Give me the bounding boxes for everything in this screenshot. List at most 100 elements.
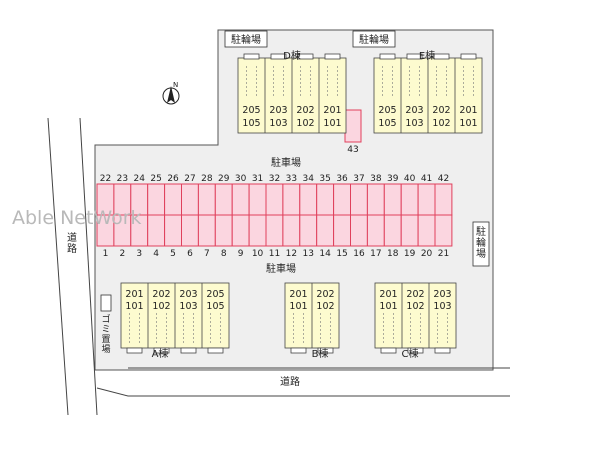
svg-text:205: 205 [206,289,224,300]
svg-text:16: 16 [353,249,365,259]
svg-text:201: 201 [289,289,307,300]
svg-text:27: 27 [184,174,195,184]
parking-slot-43: 43 [344,109,362,155]
svg-text:102: 102 [432,118,450,129]
svg-text:33: 33 [286,174,297,184]
svg-text:202: 202 [296,105,314,116]
svg-text:102: 102 [296,118,314,129]
parking-area-label-mid: 駐車場 [266,262,296,275]
svg-text:39: 39 [387,174,399,184]
svg-text:202: 202 [152,289,170,300]
north-compass-icon: N [162,81,180,105]
svg-text:103: 103 [433,301,451,312]
parking-slot-5: 5 [164,214,183,259]
svg-text:24: 24 [134,174,146,184]
svg-text:101: 101 [125,301,143,312]
svg-text:N: N [173,81,178,89]
svg-text:37: 37 [353,174,364,184]
bicycle-parking-e: 駐輪場 [352,30,396,48]
svg-text:ゴミ置場: ゴミ置場 [101,313,110,355]
svg-text:駐輪場: 駐輪場 [359,33,389,46]
svg-text:103: 103 [269,118,287,129]
svg-text:35: 35 [319,174,330,184]
svg-text:202: 202 [316,289,334,300]
svg-text:101: 101 [289,301,307,312]
svg-text:20: 20 [421,249,433,259]
svg-text:41: 41 [421,174,432,184]
svg-text:22: 22 [100,174,111,184]
parking-slot-15: 15 [333,214,352,259]
svg-text:103: 103 [405,118,423,129]
road-left [47,117,98,416]
svg-text:9: 9 [238,249,244,259]
parking-area-label-top: 駐車場 [271,156,301,169]
svg-text:203: 203 [405,105,423,116]
parking-slot-1: 1 [96,214,115,259]
svg-text:13: 13 [303,249,314,259]
buildings: 205105203103202102201101D棟20510520310320… [120,49,483,360]
svg-text:201: 201 [459,105,477,116]
svg-text:7: 7 [204,249,210,259]
svg-text:36: 36 [336,174,348,184]
svg-text:駐輪場: 駐輪場 [476,225,486,260]
building-name: C棟 [402,347,419,360]
svg-text:26: 26 [167,174,179,184]
svg-text:29: 29 [218,174,230,184]
svg-text:101: 101 [323,118,341,129]
svg-text:202: 202 [432,105,450,116]
svg-text:駐輪場: 駐輪場 [231,33,261,46]
svg-text:1: 1 [103,249,109,259]
svg-text:40: 40 [404,174,416,184]
svg-text:30: 30 [235,174,247,184]
svg-text:23: 23 [117,174,128,184]
svg-text:201: 201 [379,289,397,300]
svg-text:203: 203 [433,289,451,300]
svg-text:21: 21 [438,249,449,259]
svg-text:105: 105 [242,118,260,129]
road-left-label: 道路 [67,231,77,255]
building-name: E棟 [419,49,435,62]
svg-text:43: 43 [347,145,358,155]
svg-text:28: 28 [201,174,213,184]
svg-text:103: 103 [179,301,197,312]
svg-text:202: 202 [406,289,424,300]
svg-text:105: 105 [206,301,224,312]
svg-text:38: 38 [370,174,382,184]
svg-text:3: 3 [136,249,142,259]
road-bottom [96,367,510,397]
building-name: A棟 [152,347,169,360]
svg-text:102: 102 [316,301,334,312]
svg-text:205: 205 [242,105,260,116]
svg-text:42: 42 [438,174,449,184]
garbage-area: ゴミ置場 [100,294,112,355]
svg-text:101: 101 [379,301,397,312]
svg-text:34: 34 [303,174,315,184]
svg-text:203: 203 [269,105,287,116]
svg-text:203: 203 [179,289,197,300]
svg-text:6: 6 [187,249,193,259]
svg-text:12: 12 [286,249,297,259]
bicycle-parking-right: 駐輪場 [472,221,490,267]
svg-text:205: 205 [378,105,396,116]
svg-text:10: 10 [252,249,264,259]
svg-text:25: 25 [150,174,161,184]
svg-text:201: 201 [323,105,341,116]
watermark: Able NetWork [12,207,142,229]
svg-text:18: 18 [387,249,399,259]
bicycle-parking-d: 駐輪場 [224,30,268,48]
svg-text:4: 4 [153,249,159,259]
svg-text:11: 11 [269,249,280,259]
svg-text:102: 102 [152,301,170,312]
svg-text:15: 15 [336,249,347,259]
building-name: B棟 [312,347,329,360]
svg-text:31: 31 [252,174,263,184]
road-bottom-label: 道路 [280,375,300,388]
